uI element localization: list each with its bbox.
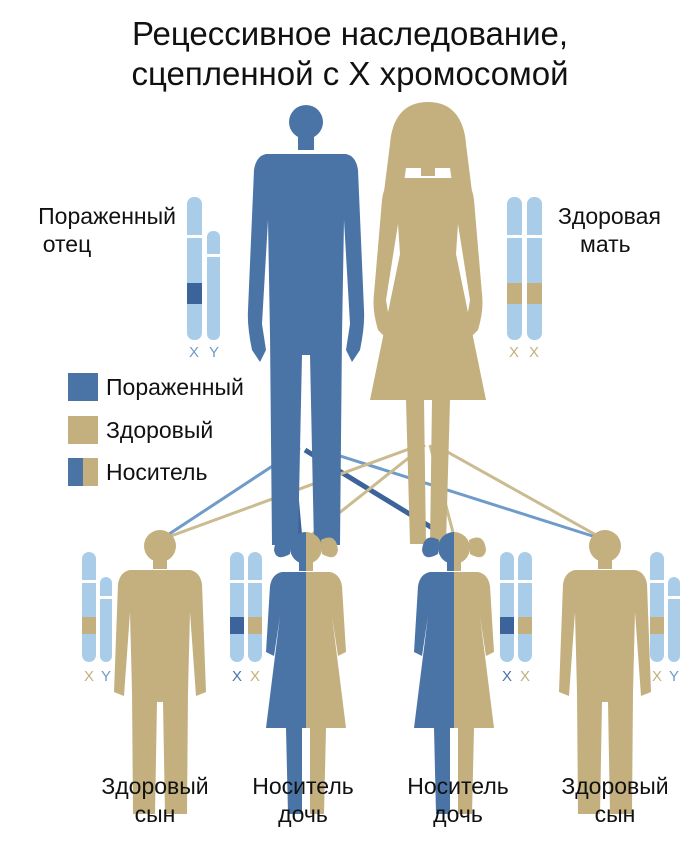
title-line-1: Рецессивное наследование, xyxy=(131,15,569,52)
mother-label: Здоровая мать xyxy=(558,202,688,258)
legend-healthy-label: Здоровый xyxy=(106,417,214,443)
diagram-title: Рецессивное наследование, сцепленной с X… xyxy=(0,14,700,94)
child-3-label-line-1: Носитель xyxy=(407,773,509,799)
child-3-chromosomes: X X xyxy=(500,552,532,685)
title-line-2: сцепленной с X хромосомой xyxy=(131,55,569,92)
mother-chromosome-x2-letter: X xyxy=(529,344,539,361)
child-2-chromosome-x1-letter: X xyxy=(232,668,242,685)
inheritance-lines xyxy=(159,443,606,543)
father-label-line-2: отец xyxy=(42,231,92,257)
legend-carrier-label: Носитель xyxy=(106,459,208,485)
mother-label-line-1: Здоровая xyxy=(558,203,661,229)
child-4-label: Здоровый сын xyxy=(540,772,690,828)
line-father-to-son-2 xyxy=(314,446,606,542)
child-1-label-line-2: сын xyxy=(134,801,176,827)
legend-swatches xyxy=(68,373,98,486)
mother-label-line-2: мать xyxy=(580,231,631,257)
child-1-label: Здоровый сын xyxy=(80,772,230,828)
legend-carrier-swatch-right xyxy=(83,458,98,486)
legend-carrier-swatch-left xyxy=(68,458,83,486)
child-3-chromosome-x1-letter: X xyxy=(502,668,512,685)
mother-chromosome-x1-letter: X xyxy=(509,344,519,361)
father-x-affected-band xyxy=(187,283,202,304)
father-y-chromosome xyxy=(207,231,220,340)
legend-healthy-swatch xyxy=(68,416,98,444)
child-1-chromosomes: X Y xyxy=(82,552,112,685)
father-chromosome-y-letter: Y xyxy=(209,344,219,361)
father-figure xyxy=(247,105,365,545)
child-3-label: Носитель дочь xyxy=(383,772,533,828)
child-1-label-line-1: Здоровый xyxy=(101,773,209,799)
child-2-label: Носитель дочь xyxy=(228,772,378,828)
child-2-label-line-2: дочь xyxy=(278,801,328,827)
mother-x-chromosome-2 xyxy=(527,197,542,340)
legend-affected-swatch xyxy=(68,373,98,401)
child-4-chromosome-x-letter: X xyxy=(652,668,662,685)
child-2-label-line-1: Носитель xyxy=(252,773,354,799)
child-4-chromosomes: X Y xyxy=(650,552,680,685)
child-2-chromosome-x2-letter: X xyxy=(250,668,260,685)
legend-affected-label: Пораженный xyxy=(106,374,244,400)
child-4-chromosome-y-letter: Y xyxy=(669,668,679,685)
mother-chromosomes: X X xyxy=(507,197,542,361)
father-chromosome-x-letter: X xyxy=(189,344,199,361)
father-x-chromosome xyxy=(187,197,202,340)
father-chromosomes: X Y xyxy=(187,197,220,361)
child-3-label-line-2: дочь xyxy=(433,801,483,827)
child-3-chromosome-x2-letter: X xyxy=(520,668,530,685)
father-label-line-1: Пораженный xyxy=(38,203,176,229)
father-label: Пораженный отец xyxy=(6,202,176,258)
line-mother-to-son-2 xyxy=(434,443,606,542)
child-1-chromosome-x-letter: X xyxy=(84,668,94,685)
child-2-chromosomes: X X xyxy=(230,552,262,685)
child-1-chromosome-y-letter: Y xyxy=(101,668,111,685)
child-4-label-line-2: сын xyxy=(594,801,636,827)
mother-x-chromosome-1 xyxy=(507,197,522,340)
child-4-label-line-1: Здоровый xyxy=(561,773,669,799)
mother-figure xyxy=(370,102,486,544)
